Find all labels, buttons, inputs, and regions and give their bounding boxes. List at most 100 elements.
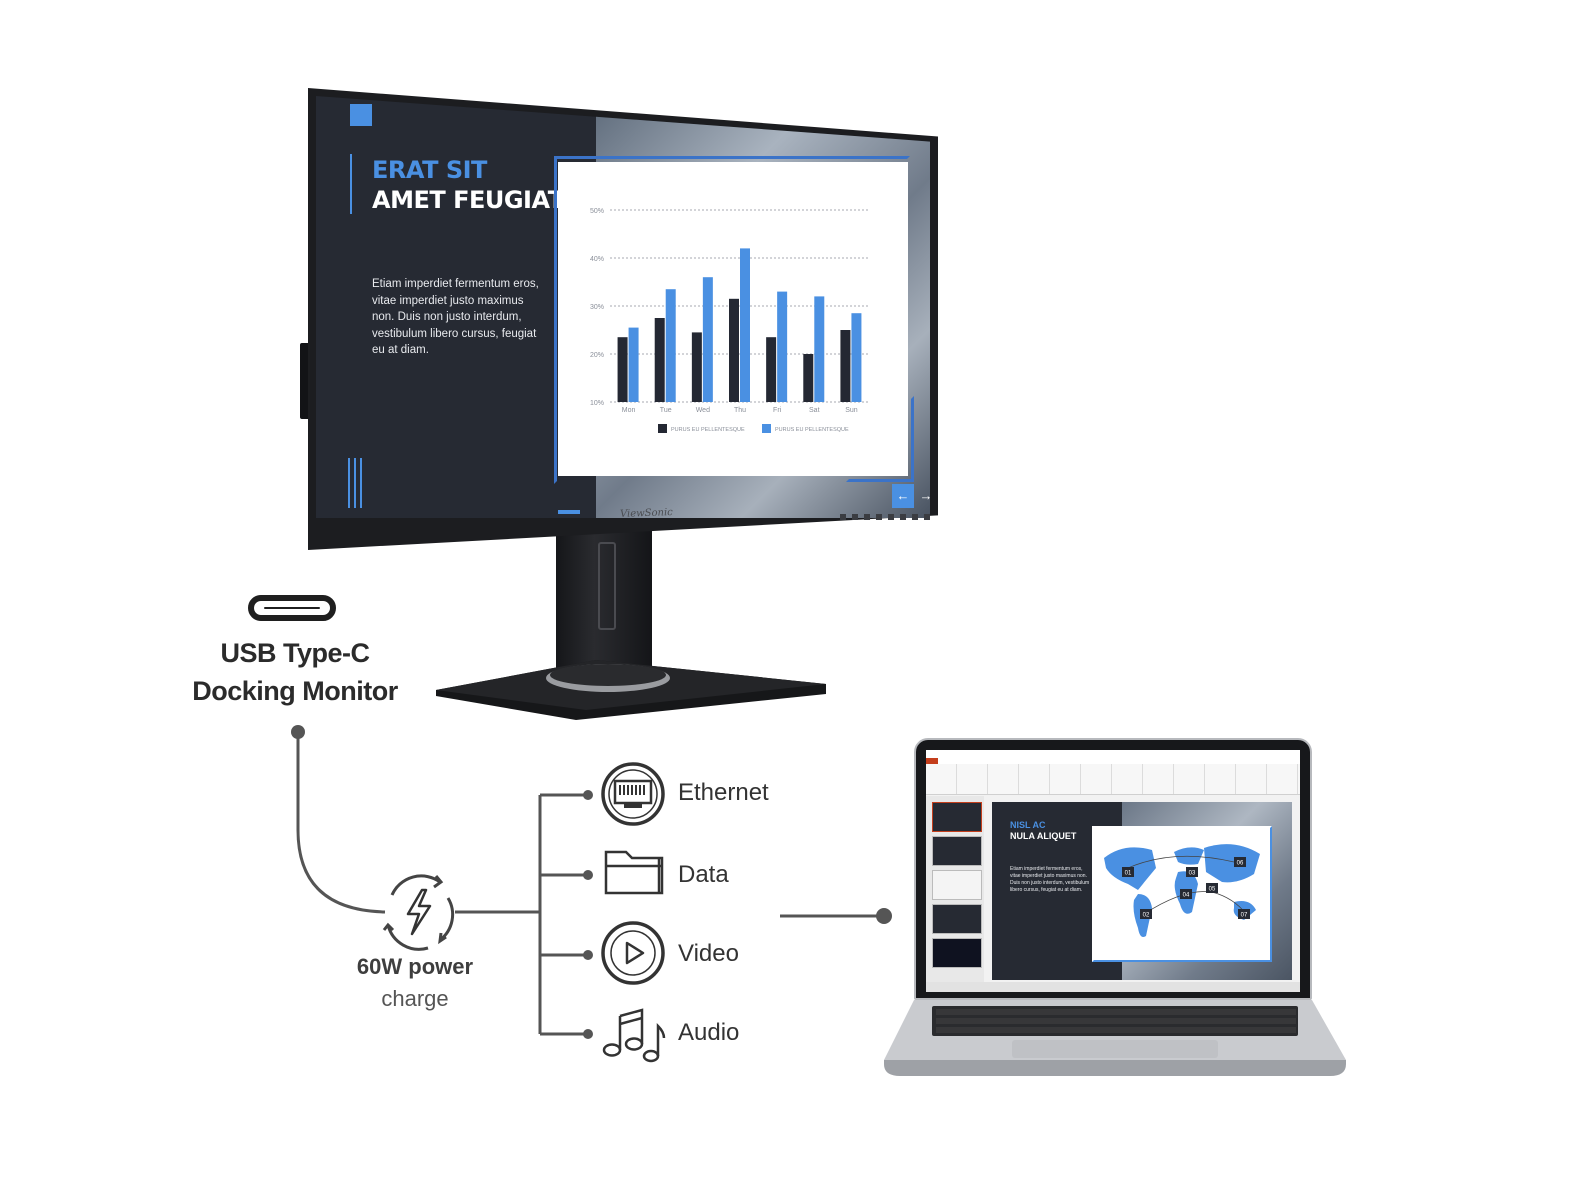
chart-xtick-label: Thu xyxy=(734,407,746,414)
usb-title-line1: USB Type-C xyxy=(220,638,370,668)
port-label-data: Data xyxy=(678,861,729,888)
chart-bar xyxy=(702,277,713,402)
docking-monitor: ERAT SIT AMET FEUGIAT Etiam imperdiet fe… xyxy=(308,88,938,550)
slide-accent-square xyxy=(350,104,372,126)
chart-bar xyxy=(840,330,851,402)
chart-ytick-label: 40% xyxy=(590,256,604,263)
slide-body-text: Etiam imperdiet fermentum eros, vitae im… xyxy=(372,278,539,356)
chart-legend-swatch xyxy=(658,424,667,433)
chart-bar xyxy=(740,248,750,402)
map-marker xyxy=(1206,883,1218,893)
laptop-slide-body: Etiam imperdiet fermentum eros, vitae im… xyxy=(1010,866,1090,893)
chart-bar xyxy=(851,313,862,402)
music-notes-icon xyxy=(602,1008,666,1063)
chart-xtick-label: Mon xyxy=(622,407,636,414)
chart-ytick-label: 30% xyxy=(590,304,604,311)
lightning-bolt xyxy=(406,888,432,936)
chart-ytick-label: 10% xyxy=(590,400,604,407)
slide-title-line1: ERAT SIT xyxy=(372,156,487,184)
port-label-video: Video xyxy=(678,940,739,967)
chart-bar xyxy=(729,298,739,402)
chart-legend-swatch xyxy=(762,424,771,433)
monitor-control-buttons[interactable] xyxy=(840,514,930,520)
map-marker xyxy=(1234,857,1246,867)
laptop-connector-dot xyxy=(876,908,892,924)
chart-xtick-label: Sun xyxy=(845,407,858,414)
map-marker-label: 06 xyxy=(1237,861,1244,867)
slide-thumbnail[interactable] xyxy=(932,938,982,968)
ethernet-icon xyxy=(601,762,665,826)
map-marker-label: 05 xyxy=(1209,887,1216,893)
presentation-file-tab[interactable] xyxy=(926,758,938,764)
presentation-status-bar xyxy=(926,982,1300,992)
chart-accent-frame xyxy=(554,156,910,484)
play-icon xyxy=(601,921,665,985)
slide-thumbnail[interactable] xyxy=(932,802,982,832)
chart-bar xyxy=(654,318,665,402)
power-label-line2: charge xyxy=(381,986,449,1011)
map-marker-label: 04 xyxy=(1183,893,1190,899)
power-label-line1: 60W power xyxy=(356,954,474,979)
map-marker-label: 01 xyxy=(1125,871,1132,877)
usb-dock-title: USB Type-C Docking Monitor xyxy=(170,634,420,710)
chart-ytick-label: 50% xyxy=(590,208,604,215)
usb-connector-dot xyxy=(291,725,305,739)
chart-xtick-label: Wed xyxy=(696,407,710,414)
slide-decor-dash xyxy=(558,510,580,514)
cable-management-slot xyxy=(598,542,616,630)
map-marker xyxy=(1186,867,1198,877)
slide-thumbnail[interactable] xyxy=(932,836,982,866)
chart-ytick-label: 20% xyxy=(590,352,604,359)
chart-bar xyxy=(814,296,825,402)
presentation-ribbon-tabs[interactable] xyxy=(926,758,1300,764)
map-marker-label: 07 xyxy=(1241,913,1248,919)
usb-c-port-icon xyxy=(248,595,336,621)
monitor-stand-base xyxy=(436,660,828,720)
map-marker xyxy=(1238,909,1250,919)
laptop-screen: NISL AC NULA ALIQUET Etiam imperdiet fer… xyxy=(926,750,1300,992)
slide-thumbnail[interactable] xyxy=(932,904,982,934)
slide-decor-lines xyxy=(348,458,362,508)
presentation-ribbon[interactable] xyxy=(926,764,1300,795)
monitor-screen: ERAT SIT AMET FEUGIAT Etiam imperdiet fe… xyxy=(316,96,930,518)
slide-prev-arrow[interactable]: ← xyxy=(892,484,914,508)
laptop-keyboard-base xyxy=(880,1000,1350,1078)
slide-thumbnail[interactable] xyxy=(932,870,982,900)
chart-bar xyxy=(691,332,702,402)
map-marker xyxy=(1180,889,1192,899)
monitor-side-port xyxy=(300,343,310,419)
chart-legend-label: PURUS EU PELLENTESQUE xyxy=(671,427,745,433)
chart-bar xyxy=(777,291,788,402)
chart-xtick-label: Tue xyxy=(660,407,672,414)
map-marker xyxy=(1140,909,1152,919)
port-label-audio: Audio xyxy=(678,1019,740,1046)
chart-accent-frame-corner xyxy=(846,396,914,482)
chart-legend-label: PURUS EU PELLENTESQUE xyxy=(775,427,849,433)
chart-xtick-label: Fri xyxy=(773,407,782,414)
chart-bar xyxy=(617,337,628,402)
slide-next-arrow[interactable]: → xyxy=(919,488,931,503)
map-marker-label: 03 xyxy=(1189,871,1196,877)
chart-bar xyxy=(803,354,814,402)
slide-title-line2: AMET FEUGIAT xyxy=(372,186,564,214)
brand-logo: ViewSonic xyxy=(619,507,674,520)
chart-bar xyxy=(665,289,676,402)
presentation-slide: NISL AC NULA ALIQUET Etiam imperdiet fer… xyxy=(992,802,1292,980)
power-charge-icon xyxy=(382,874,455,951)
laptop-slide-title-line2: NULA ALIQUET xyxy=(1010,831,1077,841)
laptop: NISL AC NULA ALIQUET Etiam imperdiet fer… xyxy=(880,738,1350,1078)
monitor-stand-neck xyxy=(556,530,652,680)
chart-xtick-label: Sat xyxy=(809,407,820,414)
usb-title-line2: Docking Monitor xyxy=(192,676,398,706)
slide-accent-rule xyxy=(350,154,352,214)
slide-thumbnail-pane[interactable] xyxy=(926,796,984,982)
folder-icon xyxy=(604,850,664,895)
chart-bar xyxy=(766,337,777,402)
bar-chart: 10% 20% 30% 40% 50% Mon Tue Wed Thu Fri Sat SunPURU… xyxy=(590,208,870,433)
chart-bar xyxy=(628,327,639,402)
map-marker xyxy=(1122,867,1134,877)
